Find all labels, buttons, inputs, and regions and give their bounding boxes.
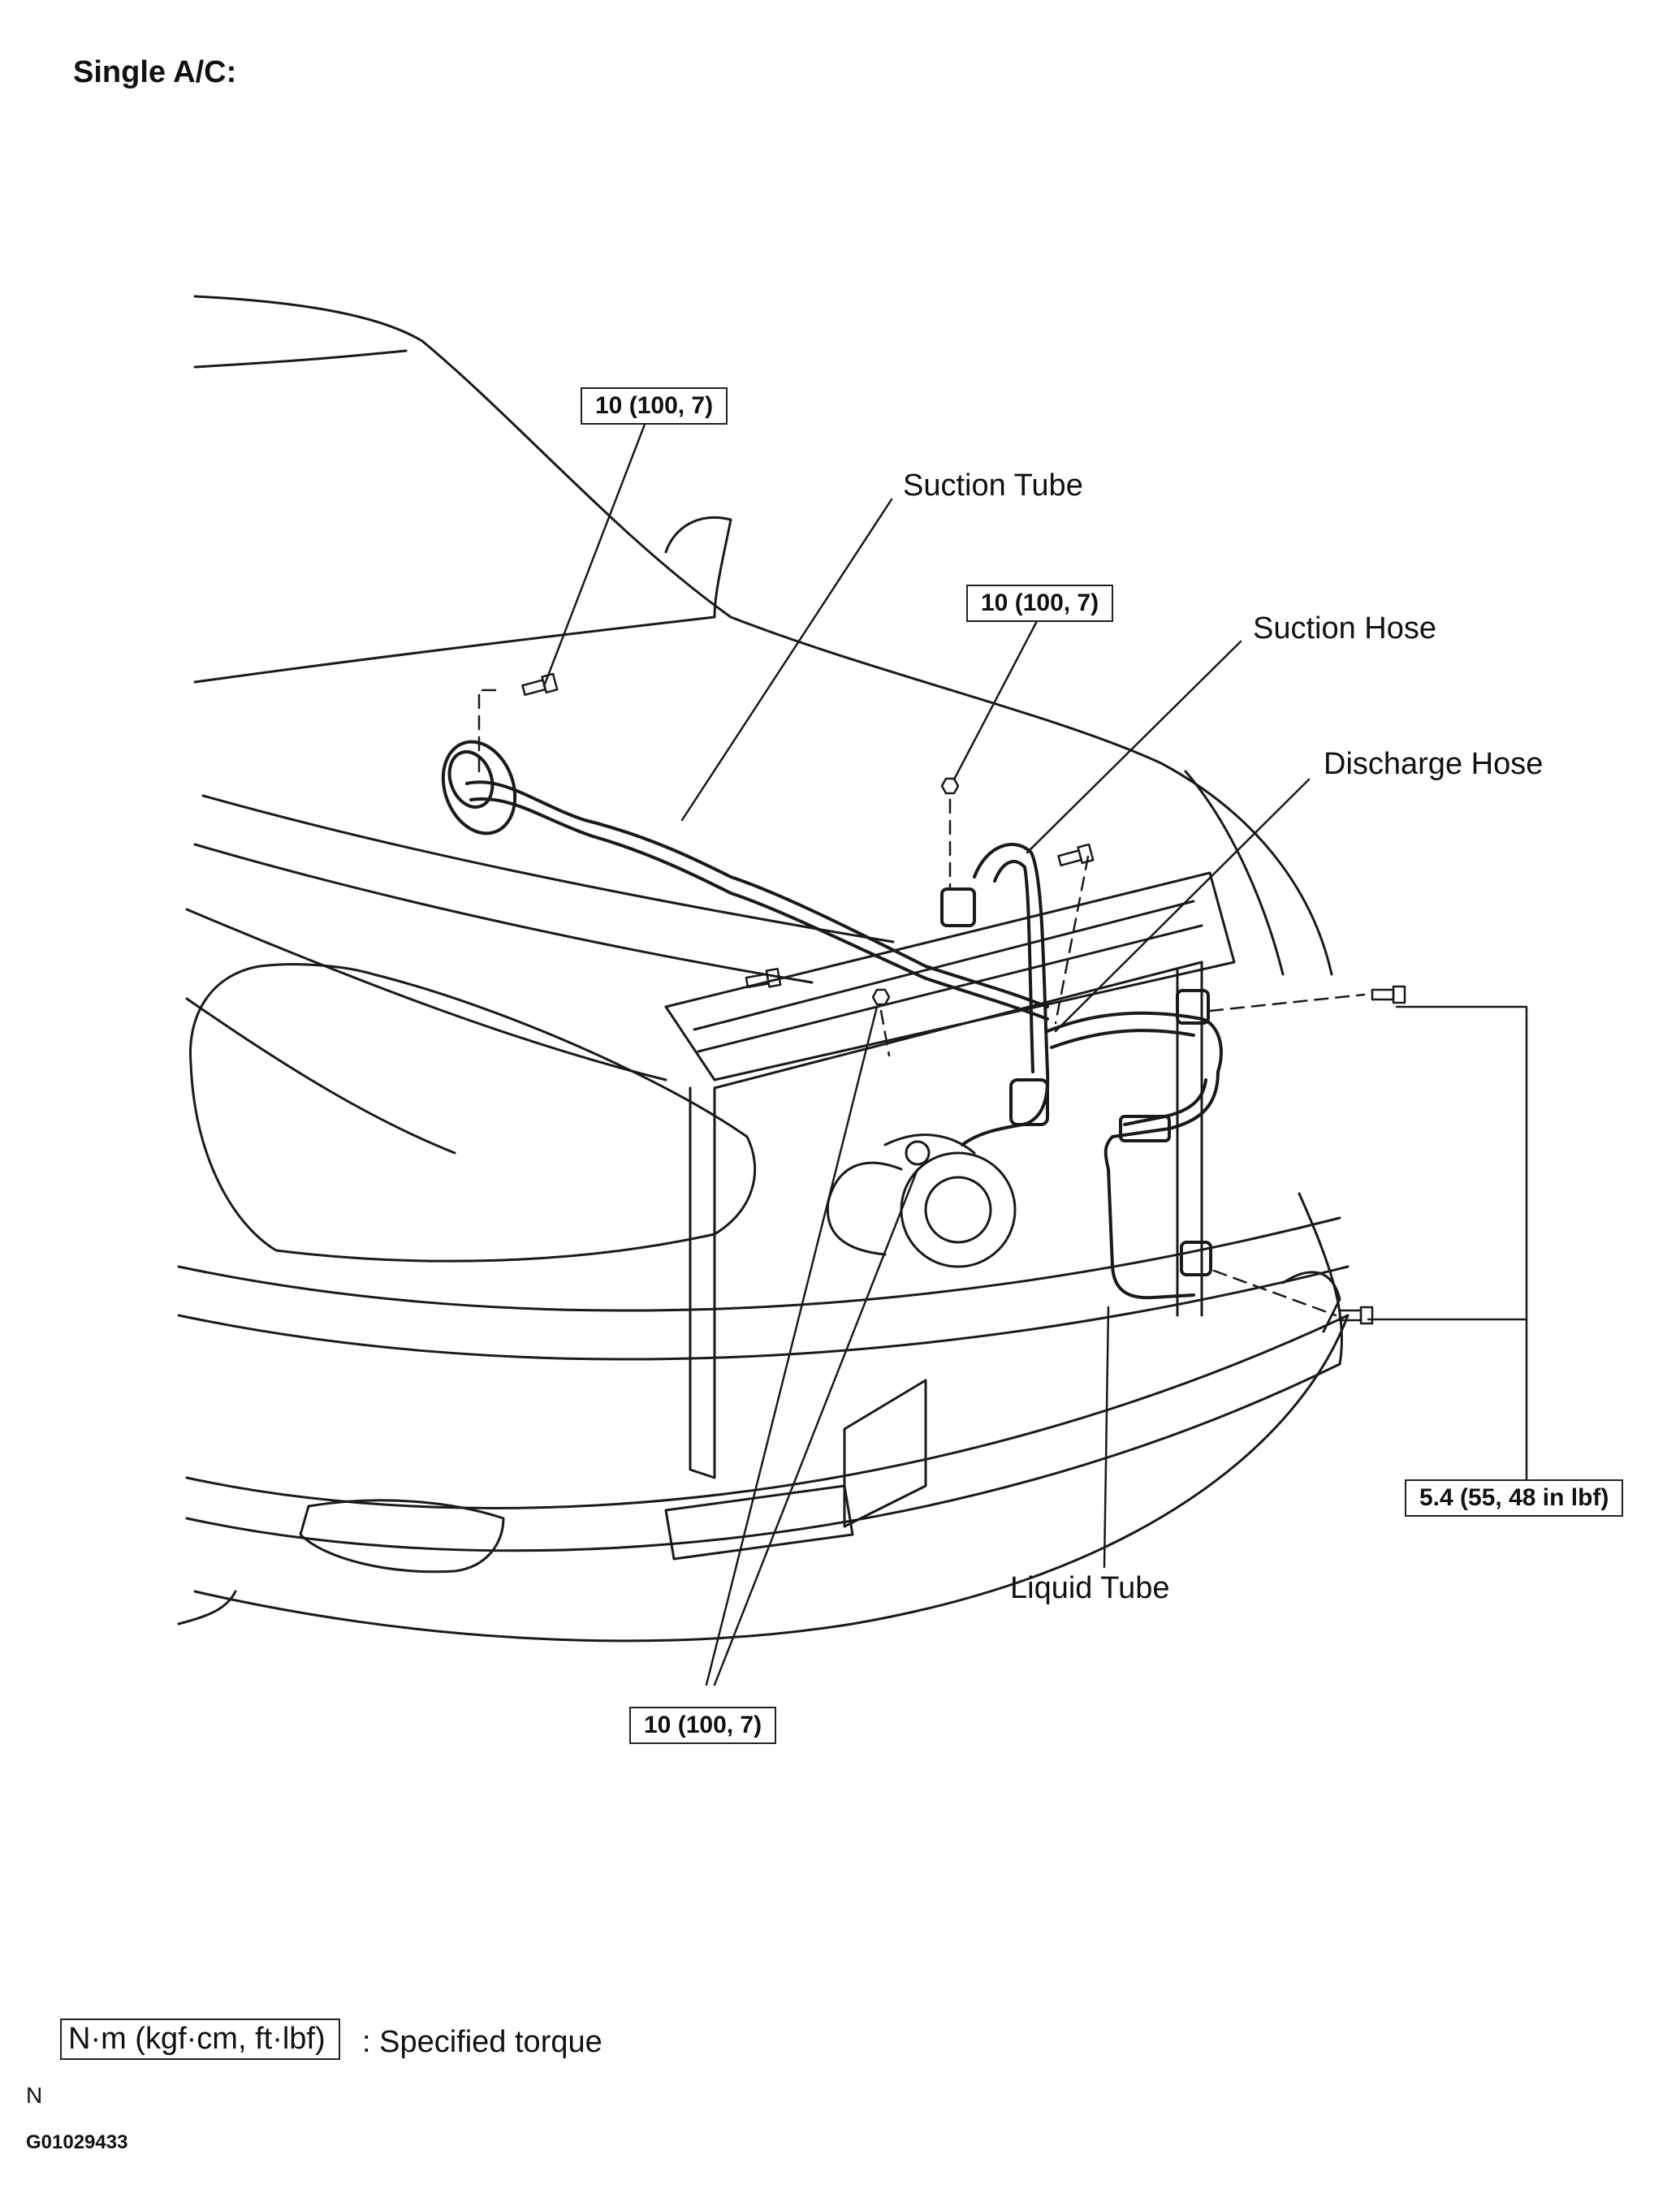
callout-suction-hose: Suction Hose	[1253, 611, 1437, 645]
orientation-mark: N	[26, 2083, 43, 2108]
callout-discharge-hose: Discharge Hose	[1324, 747, 1544, 781]
nut-icon	[940, 777, 960, 795]
diagram-title: Single A/C:	[73, 55, 237, 89]
dashed-install-lines	[477, 689, 1366, 1317]
callout-liquid-tube: Liquid Tube	[1010, 1571, 1170, 1605]
nut-icon	[871, 988, 891, 1006]
suction-tube	[441, 740, 1049, 1021]
suction-hose	[940, 843, 1050, 1126]
torque-unit-legend-text: : Specified torque	[362, 2025, 602, 2059]
fasteners	[521, 672, 1406, 1325]
front-bumper	[177, 1192, 1350, 1643]
bolt-icon	[521, 672, 559, 697]
torque-label-suction-tube-bolt: 10 (100, 7)	[581, 387, 728, 425]
torque-label-suction-hose-nut: 10 (100, 7)	[966, 585, 1114, 622]
bolt-icon	[1371, 985, 1406, 1004]
torque-label-lower-bolts: 10 (100, 7)	[629, 1707, 777, 1744]
liquid-tube	[1103, 989, 1220, 1300]
figure-code: G01029433	[26, 2131, 128, 2153]
torque-label-liquid-tube-bolts: 5.4 (55, 48 in lbf)	[1405, 1479, 1624, 1517]
bolt-icon	[1338, 1306, 1374, 1325]
discharge-hose	[961, 1011, 1223, 1146]
torque-unit-legend-box: N·m (kgf·cm, ft·lbf)	[60, 2018, 340, 2060]
ac-compressor	[826, 1133, 1017, 1268]
leader-lines	[542, 421, 1528, 1686]
headlight	[188, 963, 757, 1263]
hood-outline	[185, 295, 1333, 1155]
bolt-icon	[745, 967, 782, 989]
callout-suction-tube: Suction Tube	[903, 468, 1083, 503]
